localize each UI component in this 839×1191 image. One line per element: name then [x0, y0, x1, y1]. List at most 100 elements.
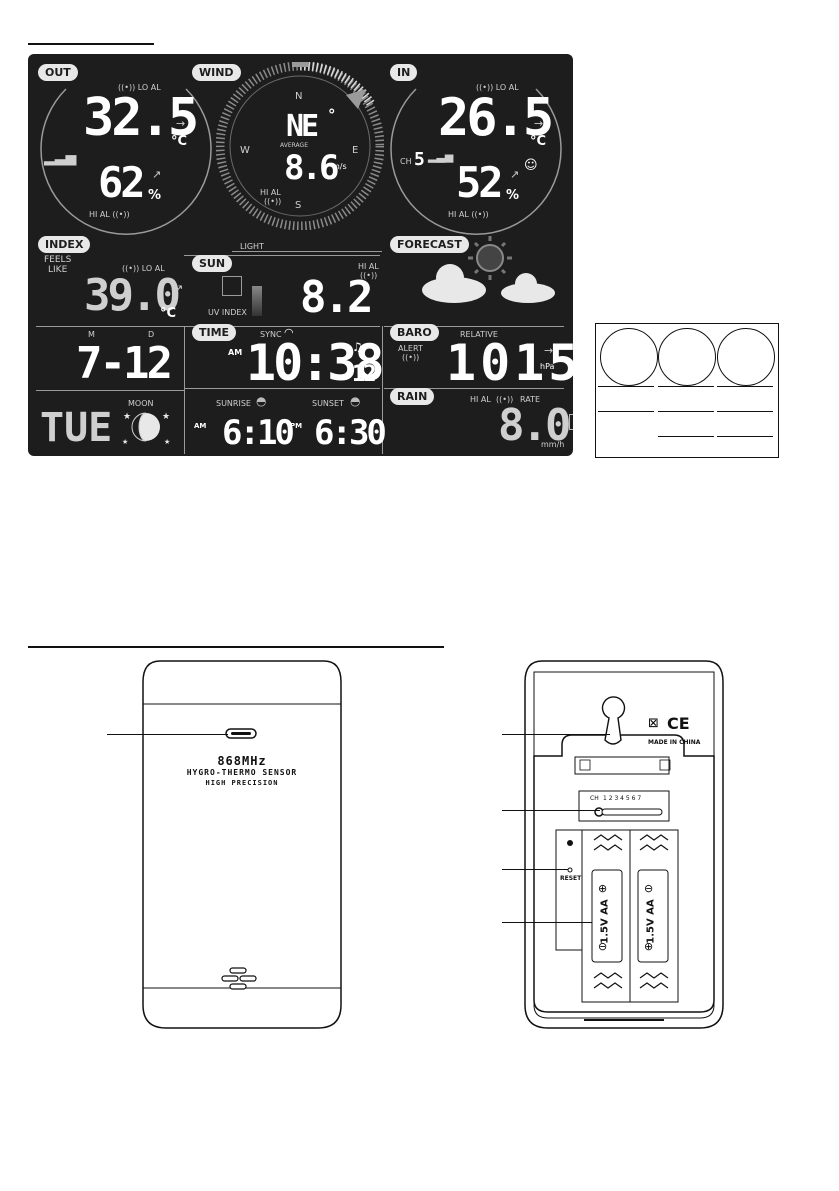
baro-label: BARO — [390, 324, 439, 341]
signal-icon: ▂▃▅ — [44, 150, 77, 166]
svg-text:★: ★ — [164, 438, 170, 446]
table-line — [717, 386, 773, 387]
wind-alarm: ((•)) — [264, 197, 282, 206]
divider-vert-right — [382, 326, 383, 454]
wind-direction: NE — [286, 109, 319, 144]
uv-bar — [252, 286, 262, 316]
wind-average: AVERAGE — [280, 142, 308, 149]
wind-speed: 8.6 — [284, 148, 339, 188]
battery-plus-icon: ⊕ — [598, 882, 608, 895]
in-humidity: 52 — [456, 158, 504, 207]
compass-e: E — [352, 145, 359, 156]
time-label: TIME — [192, 324, 237, 341]
circle-2 — [658, 328, 716, 386]
out-humidity: 62 — [98, 158, 146, 207]
sunrise-am: AM — [194, 422, 207, 430]
date-d: D — [148, 330, 155, 339]
weee-bin-icon: ⊠ — [648, 716, 659, 731]
divider-right-mid — [384, 326, 564, 327]
made-in-label: MADE IN CHINA — [648, 739, 701, 746]
in-hum-arrow: ↗ — [510, 168, 520, 181]
index-value: 39.0 — [84, 270, 181, 321]
index-label: INDEX — [38, 236, 91, 253]
wind-compass — [216, 62, 384, 230]
time-value: 10:38 — [246, 334, 385, 392]
in-hi-al: HI AL ((•)) — [448, 210, 489, 219]
out-hi-al: HI AL ((•)) — [89, 210, 130, 219]
rain-value: 8.0 — [498, 400, 572, 451]
comfort-smiley-icon: ☺ — [524, 158, 538, 173]
date-m: M — [88, 330, 95, 339]
time-am: AM — [228, 348, 243, 357]
forecast-label: FORECAST — [390, 236, 469, 253]
divider-vert-left — [184, 326, 185, 454]
battery-minus-icon: ⊖ — [598, 940, 608, 953]
sunset-label: SUNSET — [312, 399, 344, 408]
time-sync: SYNC — [260, 330, 282, 339]
callout-line-battery — [502, 922, 592, 923]
wind-label: WIND — [192, 64, 241, 81]
section-rule-sensor — [28, 646, 444, 648]
table-line — [658, 411, 714, 412]
out-label: OUT — [38, 64, 78, 81]
in-temp-unit: °C — [530, 134, 547, 149]
sunrise-time: 6:10 — [222, 413, 295, 453]
rain-gauge-icon — [569, 414, 573, 430]
compass-w: W — [240, 145, 250, 156]
in-hum-unit: % — [506, 188, 520, 203]
in-arc — [390, 88, 562, 235]
callout-line-hang-hole — [502, 734, 610, 735]
uv-index-label: UV INDEX — [208, 308, 247, 317]
out-temp: 32.5 — [83, 88, 199, 148]
reset-label: RESET — [560, 875, 582, 882]
uv-person-icon — [222, 276, 242, 296]
divider-center-mid — [184, 326, 380, 327]
channel-label: CH — [590, 795, 599, 802]
baro-alarm: ((•)) — [402, 353, 420, 362]
day-of-week: TUE — [40, 405, 113, 451]
wind-degree: ° — [328, 106, 336, 124]
table-line — [717, 436, 773, 437]
baro-relative: RELATIVE — [460, 330, 498, 339]
index-like: LIKE — [48, 265, 68, 275]
out-temp-unit: °C — [171, 134, 188, 149]
table-line — [658, 436, 714, 437]
moon-phase-icon: ★ ★ ★ ★ — [122, 412, 170, 446]
lcd-display: OUT ((•)) LO AL 32.5 °C → ▂▃▅ 62 % ↗ HI … — [28, 54, 573, 456]
wind-hi-al: HI AL — [260, 188, 281, 197]
sync-wifi-icon: ◠ — [284, 326, 294, 339]
rain-unit: mm/h — [541, 440, 565, 449]
baro-unit: hPa — [540, 362, 555, 371]
light-scale — [232, 251, 382, 252]
callout-line-channel — [502, 810, 600, 811]
rain-hi-al: HI AL — [470, 395, 491, 404]
index-arrow: ↗ — [174, 282, 184, 295]
uv-value: 8.2 — [300, 272, 374, 323]
sensor-back-outline — [524, 660, 724, 1029]
index-unit: °C — [160, 306, 177, 321]
battery-minus-icon: ⊖ — [644, 882, 654, 895]
sun-top-rule — [184, 255, 380, 256]
forecast-sun-cloud-icon — [422, 236, 555, 303]
sensor-line1: HYGRO-THERMO SENSOR — [186, 768, 298, 777]
sun-alarm: ((•)) — [360, 271, 378, 280]
in-ch: CH — [400, 157, 412, 166]
sunrise-icon: ◓ — [256, 394, 267, 408]
wind-unit: m/s — [332, 162, 347, 171]
out-hum-unit: % — [148, 188, 162, 203]
circle-3 — [717, 328, 775, 386]
index-lo-al: ((•)) LO AL — [122, 264, 165, 273]
time-seconds: 12 — [352, 362, 376, 387]
sunset-pm: PM — [290, 422, 303, 430]
rain-rate: RATE — [520, 395, 541, 404]
out-hum-arrow: ↗ — [152, 168, 162, 181]
baro-arrow: → — [544, 344, 554, 357]
date-value: 7-12 — [76, 338, 173, 389]
in-temp: 26.5 — [438, 88, 554, 148]
compass-s: S — [295, 200, 302, 211]
sensor-frequency: 868MHz — [217, 754, 267, 768]
svg-text:★: ★ — [122, 438, 128, 446]
circle-table — [595, 323, 779, 458]
table-line — [658, 386, 714, 387]
compass-n: N — [295, 91, 303, 102]
